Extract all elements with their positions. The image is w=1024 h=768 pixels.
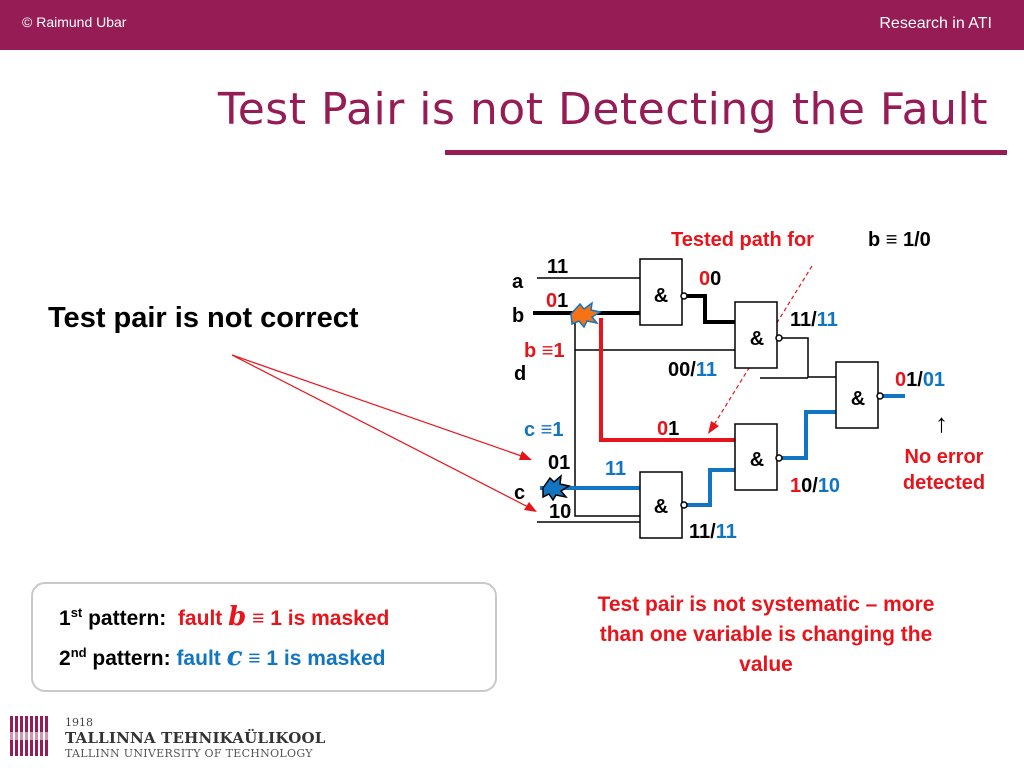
note-second-pattern: 2nd pattern: fault c ≡ 1 is masked [59,642,386,672]
note-first-pattern: 1st pattern: fault b ≡ 1 is masked [59,602,390,632]
pattern-notes-box: 1st pattern: fault b ≡ 1 is masked 2nd p… [31,582,497,692]
gate-2 [734,301,778,369]
logo-year: 1918 [65,716,93,729]
section-title: Research in ATI [879,15,992,32]
gate-5-symbol: & [654,496,668,518]
gate-1-output-value: 00 [699,268,721,290]
tested-path-pointer [711,265,813,429]
gate-3-symbol: & [851,388,865,410]
fault-b-label: b ≡1 [524,340,565,362]
tested-path-label: Tested path for [671,229,814,251]
statement-text: Test pair is not correct [48,302,359,334]
gate-4-symbol: & [750,449,764,471]
logo-subtitle: TALLINN UNIVERSITY OF TECHNOLOGY [65,747,313,760]
value-a: 11 [547,256,568,278]
value-d: 10 [549,501,571,523]
gate-4 [734,423,778,491]
gate-4-output-value: 10/10 [790,475,840,497]
gate-2-symbol: & [750,328,764,350]
slide-title: Test Pair is not Detecting the Fault [217,84,988,135]
gate-5 [639,471,683,539]
tested-fault-label: b ≡ 1/0 [868,229,931,251]
logo-mark-icon [10,716,48,756]
gate-2-output-value: 11/11 [790,309,838,331]
value-b: 01 [546,290,568,312]
tested-path-wire [599,318,735,442]
gate-1 [639,258,683,326]
output-value: 01/01 [895,369,945,391]
gate-5-output-value: 11/11 [689,521,737,543]
copyright-text: © Raimund Ubar [22,14,127,30]
value-c: 01 [548,452,570,474]
fault-b-marker [570,301,602,329]
pointer-arrows [231,354,535,511]
fault-c-marker [542,474,571,502]
arrowhead-1 [519,451,532,460]
gates [639,258,884,539]
value-c-fault: 11 [605,458,626,480]
header-bar: © Raimund Ubar Research in ATI [0,0,1024,50]
title-underline [445,150,1007,155]
input-a-label: a [512,271,524,293]
systematic-note: Test pair is not systematic – more than … [597,593,935,676]
gate-2-input-value: 00/11 [668,359,717,381]
tested-path-arrowhead [708,421,719,434]
gate-3 [835,361,879,429]
path-value: 01 [657,418,679,440]
input-c-label: c [514,482,525,504]
logo-name: TALLINNA TEHNIKAÜLIKOOL [65,729,326,747]
gate-1-symbol: & [654,285,668,307]
up-arrow-icon: ↑ [935,408,948,438]
no-error-line2: detected [903,472,985,494]
arrowhead-2 [524,502,537,512]
fault-c-label: c ≡1 [524,419,563,441]
input-b-label: b [512,305,524,327]
input-d-label: d [514,363,526,385]
no-error-line1: No error [905,446,984,468]
